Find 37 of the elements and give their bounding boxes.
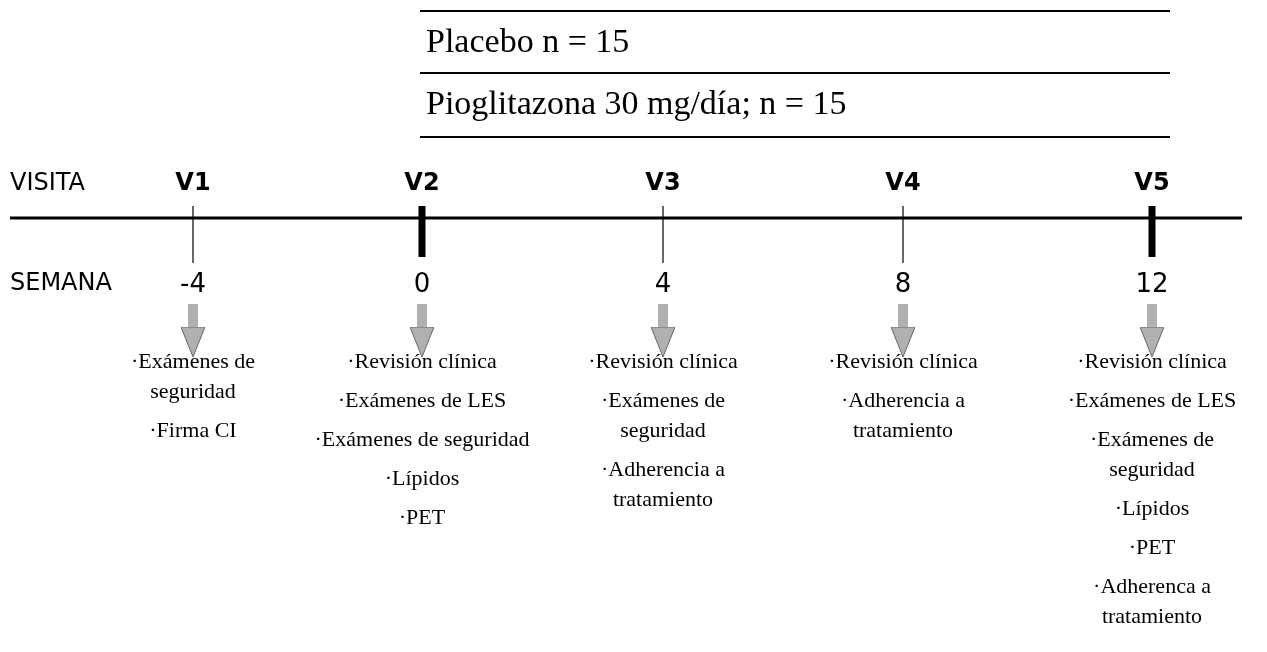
week-number: 0 [392,268,452,298]
list-item: ·Lípidos [383,464,461,492]
list-item: ·Exámenes de seguridad [1089,425,1215,483]
week-number: 8 [873,268,933,298]
list-item: ·PET [397,503,447,531]
list-item: ·Adherencia a tratamiento [840,386,966,444]
visit-label: V4 [884,168,922,196]
list-item: ·Firma CI [148,416,238,444]
list-item: ·Revisión clínica [1076,347,1228,375]
down-arrow [890,304,916,358]
visit-label: V2 [403,168,441,196]
down-arrow [650,304,676,358]
group-label: Placebo n = 15 [426,22,630,60]
list-item: ·Adherencia a tratamiento [600,455,726,513]
list-item: ·Exámenes de seguridad [600,386,726,444]
list-item: ·Exámenes de seguridad [313,425,531,453]
visit-label: V3 [644,168,682,196]
list-item: ·Revisión clínica [587,347,739,375]
list-item: ·Revisión clínica [346,347,498,375]
row-label: VISITA [10,168,86,196]
group-label: Pioglitazona 30 mg/día; n = 15 [426,84,847,122]
week-number: 4 [633,268,693,298]
down-arrow [1139,304,1165,358]
list-item: ·Exámenes de seguridad [130,347,256,405]
down-arrow [409,304,435,358]
down-arrow [180,304,206,358]
week-number: 12 [1122,268,1182,298]
list-item: ·PET [1127,533,1177,561]
list-item: ·Lípidos [1113,494,1191,522]
visit-label: V5 [1133,168,1171,196]
row-label: SEMANA [10,268,112,296]
list-item: ·Exámenes de LES [1066,386,1238,414]
week-number: -4 [163,268,223,298]
list-item: ·Adherenca a tratamiento [1092,572,1212,630]
visit-label: V1 [174,168,212,196]
list-item: ·Exámenes de LES [336,386,508,414]
list-item: ·Revisión clínica [827,347,979,375]
